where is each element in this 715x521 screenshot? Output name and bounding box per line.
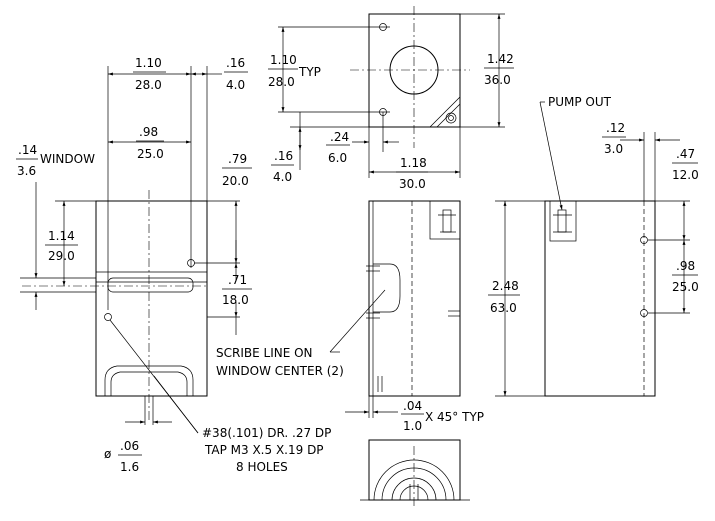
notes: PUMP OUT SCRIBE LINE ON WINDOW CENTER (2… xyxy=(202,95,612,474)
window-label: WINDOW xyxy=(40,152,95,166)
dim-98-mm: 25.0 xyxy=(137,147,164,161)
typ-label: TYP xyxy=(298,65,321,79)
hole-note-line-2: TAP M3 X.5 X.19 DP xyxy=(204,443,324,457)
dim-98-in: .98 xyxy=(139,125,158,139)
front-view-dimensions xyxy=(20,66,240,434)
dim-114-in: 1.14 xyxy=(48,229,75,243)
dim-12-mm: 3.0 xyxy=(604,142,623,156)
window-dim-mm: 3.6 xyxy=(17,164,36,178)
dim-79-in: .79 xyxy=(228,152,247,166)
dim-top-142-in: 1.42 xyxy=(487,52,514,66)
chamfer-in: .04 xyxy=(403,399,422,413)
dim-top-142-mm: 36.0 xyxy=(484,73,511,87)
dim-16-in: .16 xyxy=(226,56,245,70)
dim-right-98-in: .98 xyxy=(676,259,695,273)
dim-top-118-mm: 30.0 xyxy=(399,177,426,191)
bottom-view xyxy=(360,439,470,508)
dim-top-16-mm: 4.0 xyxy=(273,170,292,184)
dim-top-24-mm: 6.0 xyxy=(328,151,347,165)
dim-right-98-mm: 25.0 xyxy=(672,280,699,294)
hole-note-line-1: #38(.101) DR. .27 DP xyxy=(202,426,331,440)
dim-top-110-in: 1.10 xyxy=(270,53,297,67)
front-view xyxy=(22,140,208,425)
dim-1-10-in: 1.10 xyxy=(135,56,162,70)
dim-top-118-in: 1.18 xyxy=(400,156,427,170)
window-dim-in: .14 xyxy=(18,143,37,157)
dia-symbol: ø xyxy=(104,447,111,461)
right-view xyxy=(544,200,656,397)
dim-12-in: .12 xyxy=(606,121,625,135)
dim-16-mm: 4.0 xyxy=(226,78,245,92)
dimension-labels: 1.10 28.0 .16 4.0 .98 25.0 .14 3.6 WINDO… xyxy=(16,52,699,474)
dia-in: .06 xyxy=(120,439,139,453)
dim-47-in: .47 xyxy=(676,147,695,161)
top-view-dimensions xyxy=(278,13,505,178)
dim-71-mm: 18.0 xyxy=(222,293,249,307)
dim-top-24-in: .24 xyxy=(330,130,349,144)
dim-79-mm: 20.0 xyxy=(222,174,249,188)
dim-248-mm: 63.0 xyxy=(490,301,517,315)
right-view-dimensions xyxy=(495,101,690,397)
dia-mm: 1.6 xyxy=(120,460,139,474)
side-view-dimensions xyxy=(329,289,398,418)
dim-248-in: 2.48 xyxy=(492,279,519,293)
dim-1-10-mm: 28.0 xyxy=(135,78,162,92)
dim-top-110-mm: 28.0 xyxy=(268,75,295,89)
dim-114-mm: 29.0 xyxy=(48,249,75,263)
chamfer-mm: 1.0 xyxy=(403,419,422,433)
dim-top-16-in: .16 xyxy=(274,149,293,163)
chamfer-label: X 45° TYP xyxy=(425,410,484,424)
pump-out-note: PUMP OUT xyxy=(548,95,612,109)
hole-note-line-3: 8 HOLES xyxy=(236,460,288,474)
side-view xyxy=(366,200,461,397)
scribe-note-line-2: WINDOW CENTER (2) xyxy=(216,364,344,378)
dim-47-mm: 12.0 xyxy=(672,168,699,182)
scribe-note-line-1: SCRIBE LINE ON xyxy=(216,346,313,360)
dim-71-in: .71 xyxy=(228,273,247,287)
